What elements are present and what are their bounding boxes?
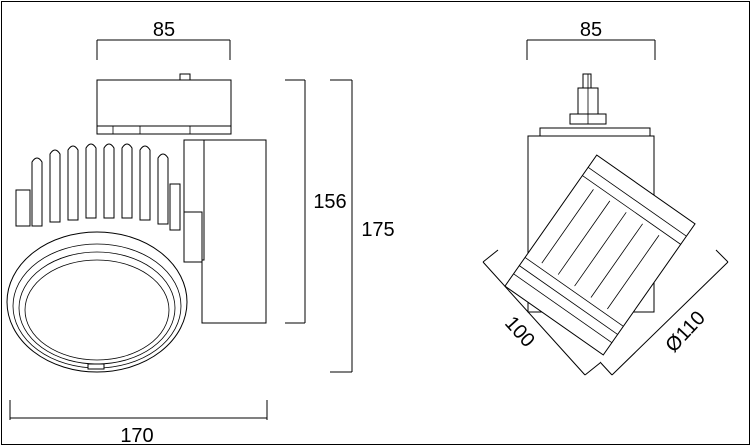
front-adapter-dimension: 85: [526, 19, 656, 60]
side-height-dimensions: 156 175: [285, 79, 395, 373]
total-length-label: 170: [120, 425, 153, 447]
head-length-label: 100: [500, 312, 539, 352]
track-adapter: [96, 73, 232, 135]
side-view: 85: [6, 19, 395, 447]
heat-sink-fins: [15, 143, 181, 231]
head-diameter-label: Ø110: [661, 307, 709, 357]
side-length-dimension: 170: [9, 400, 268, 447]
front-adapter-width-label: 85: [580, 19, 602, 41]
front-connector: [569, 73, 607, 125]
front-view: 85: [482, 19, 729, 376]
side-adapter-dimension: 85: [96, 19, 231, 60]
side-lamp-head: [6, 231, 188, 373]
body-height-label: 156: [313, 191, 346, 213]
total-height-label: 175: [361, 219, 394, 241]
side-housing: [183, 139, 267, 324]
front-lamp-head: [504, 154, 696, 356]
side-adapter-width-label: 85: [153, 19, 175, 41]
